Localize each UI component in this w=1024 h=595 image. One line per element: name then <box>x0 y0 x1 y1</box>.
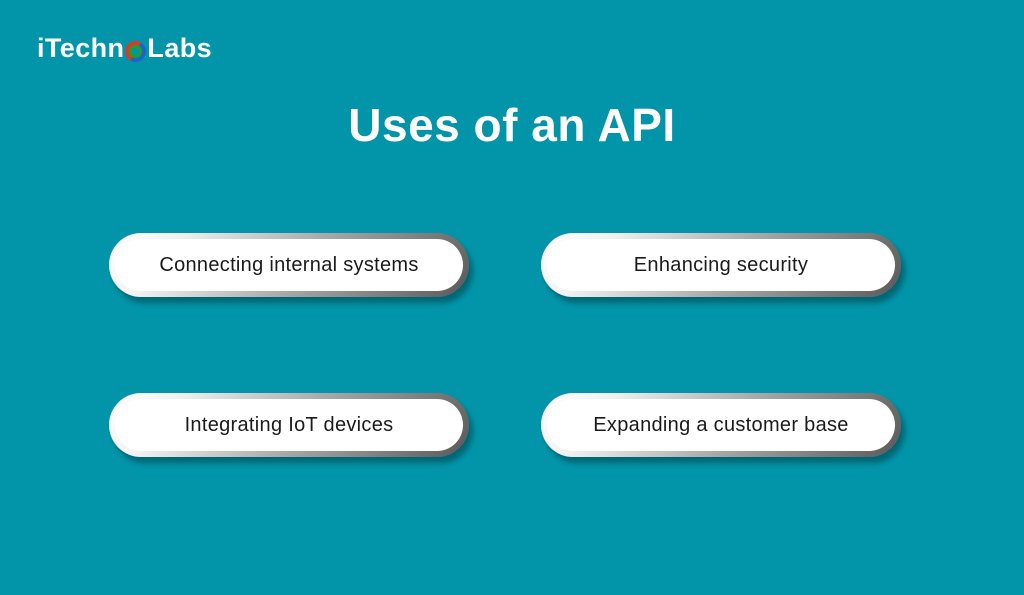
use-case-pill: Enhancing security <box>541 233 901 297</box>
use-case-label: Expanding a customer base <box>547 399 895 451</box>
use-case-label: Integrating IoT devices <box>115 399 463 451</box>
use-case-label: Enhancing security <box>547 239 895 291</box>
logo-text-after: Labs <box>147 33 213 63</box>
logo-o-icon <box>125 40 147 62</box>
page-title: Uses of an API <box>348 99 676 151</box>
use-case-label: Connecting internal systems <box>115 239 463 291</box>
brand-logo: iTechn Labs <box>37 33 212 63</box>
use-case-pill: Integrating IoT devices <box>109 393 469 457</box>
logo-text-before: iTechn <box>37 33 125 63</box>
use-case-pill: Connecting internal systems <box>109 233 469 297</box>
use-case-pill: Expanding a customer base <box>541 393 901 457</box>
